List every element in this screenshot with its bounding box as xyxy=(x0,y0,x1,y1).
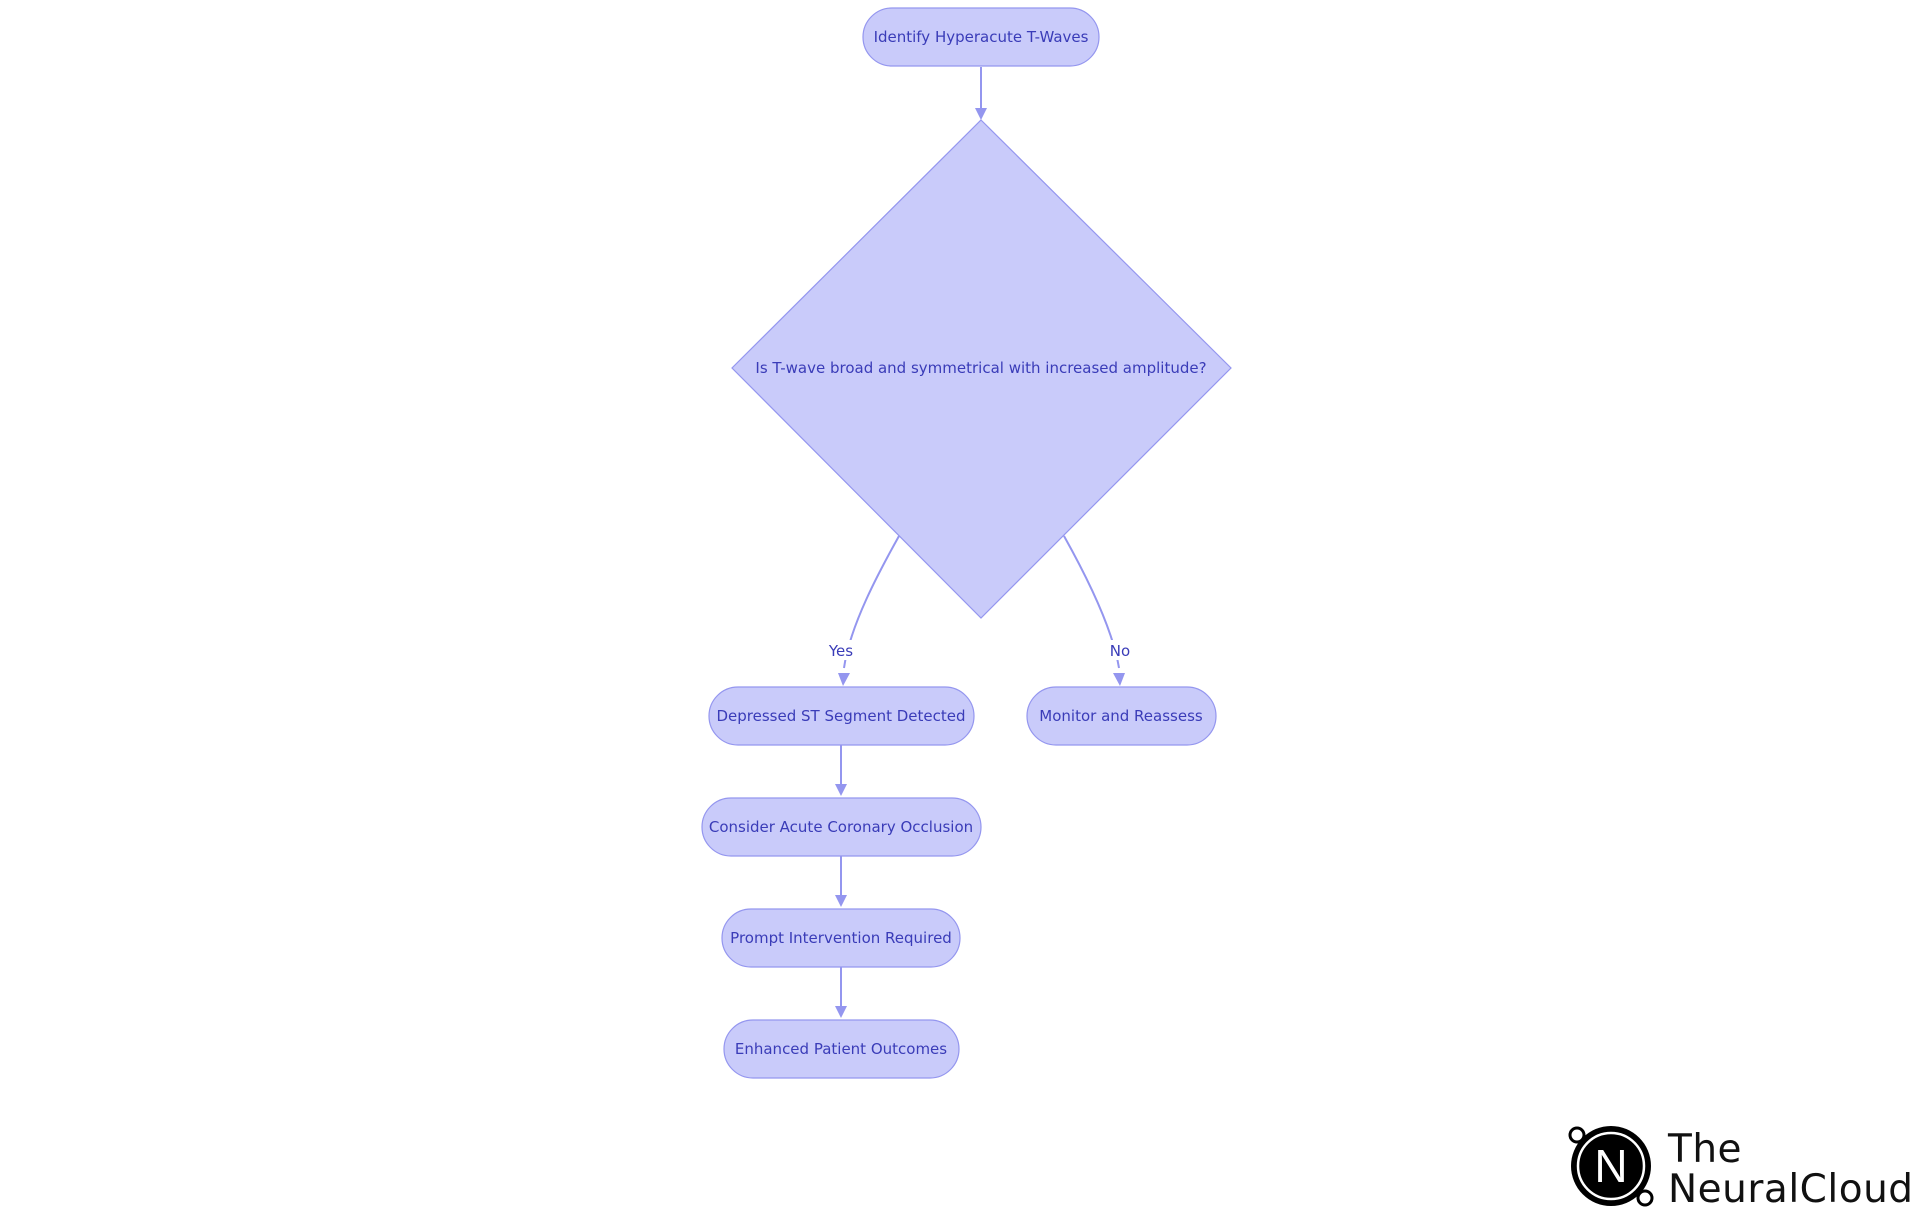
logo-line-1: The xyxy=(1668,1127,1743,1172)
node-depressed-st: Depressed ST Segment Detected xyxy=(708,686,975,746)
logo-letter: N xyxy=(1594,1140,1627,1192)
edge-consider-to-prompt xyxy=(835,856,847,907)
edge-decision-no: No xyxy=(1063,535,1133,686)
edge-start-to-decision xyxy=(975,67,987,120)
node-start: Identify Hyperacute T-Waves xyxy=(862,7,1100,67)
node-prompt-intervention-label: Prompt Intervention Required xyxy=(730,929,952,947)
edge-decision-yes: Yes xyxy=(826,535,900,686)
logo-line-2: NeuralCloud xyxy=(1668,1167,1914,1212)
edge-label-yes: Yes xyxy=(828,642,853,660)
node-consider-occlusion: Consider Acute Coronary Occlusion xyxy=(701,797,982,857)
logo-n-icon: N xyxy=(1568,1126,1654,1207)
edge-label-no: No xyxy=(1110,642,1130,660)
node-consider-occlusion-label: Consider Acute Coronary Occlusion xyxy=(709,818,973,836)
node-outcomes-label: Enhanced Patient Outcomes xyxy=(735,1040,947,1058)
node-monitor-label: Monitor and Reassess xyxy=(1039,707,1203,725)
edge-depressed-to-consider xyxy=(835,745,847,796)
node-monitor: Monitor and Reassess xyxy=(1026,686,1217,746)
neuralcloud-logo: N The NeuralCloud xyxy=(1563,1118,1913,1218)
node-depressed-st-label: Depressed ST Segment Detected xyxy=(716,707,965,725)
node-outcomes: Enhanced Patient Outcomes xyxy=(723,1019,960,1079)
node-start-label: Identify Hyperacute T-Waves xyxy=(874,28,1089,46)
edge-prompt-to-outcomes xyxy=(835,967,847,1018)
node-prompt-intervention: Prompt Intervention Required xyxy=(721,908,961,968)
node-decision: Is T-wave broad and symmetrical with inc… xyxy=(731,119,1232,619)
node-decision-label: Is T-wave broad and symmetrical with inc… xyxy=(755,359,1206,377)
